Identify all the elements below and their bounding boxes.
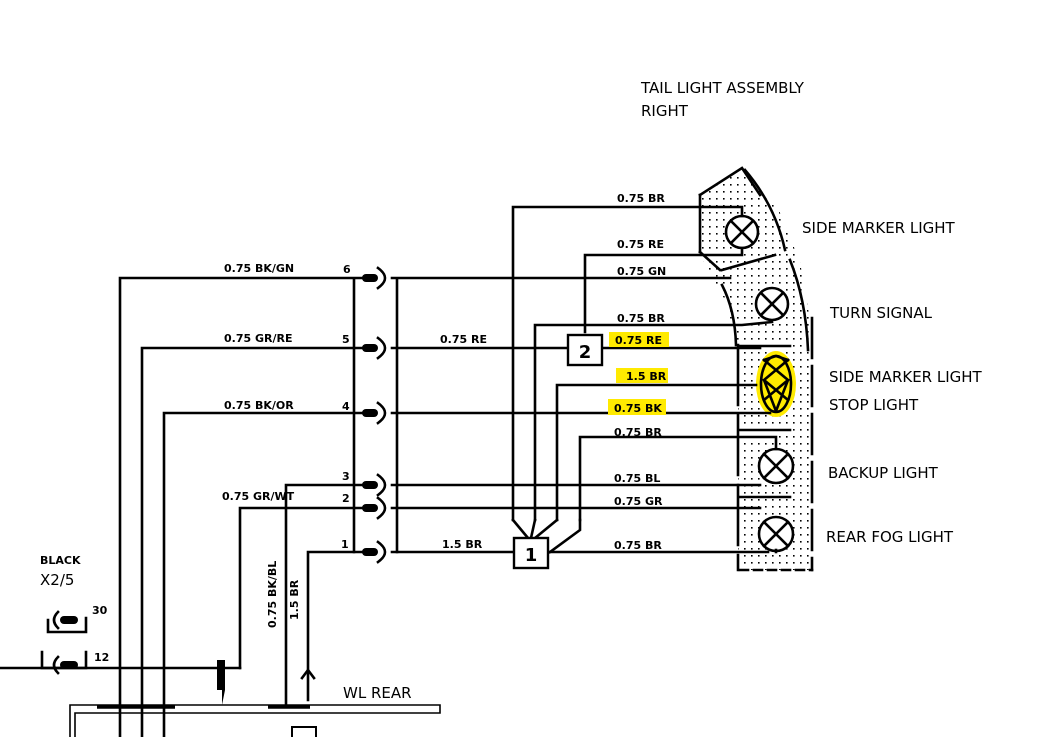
ground-pin-30: 30 bbox=[92, 604, 108, 617]
block-2-label: 2 bbox=[579, 342, 592, 363]
ground-pin-12: 12 bbox=[94, 651, 109, 664]
pin-1: 1 bbox=[341, 538, 349, 551]
lamp-side-marker bbox=[724, 214, 760, 250]
wire-label-pin5: 0.75 GR/RE bbox=[224, 332, 292, 345]
right-wires bbox=[390, 205, 778, 554]
ground-bus bbox=[0, 660, 441, 737]
wire-label-r5: 1.5 BR bbox=[626, 370, 667, 383]
block-1: 1 bbox=[512, 536, 550, 570]
wire-label-r2: 0.75 GN bbox=[617, 265, 666, 278]
pin-2: 2 bbox=[342, 492, 350, 505]
wire-label-075-re-mid: 0.75 RE bbox=[440, 333, 487, 346]
wire-label-r4: 0.75 RE bbox=[615, 334, 662, 347]
lamp-turn-signal bbox=[754, 286, 790, 322]
wire-label-r1: 0.75 RE bbox=[617, 238, 664, 251]
ground-connector bbox=[40, 610, 88, 675]
wire-label-vertical-a: 0.75 BK/BL bbox=[266, 561, 279, 628]
wire-label-r8: 0.75 BL bbox=[614, 472, 660, 485]
pin-4: 4 bbox=[342, 400, 350, 413]
block-1-label: 1 bbox=[525, 545, 538, 566]
wire-label-vertical-b: 1.5 BR bbox=[288, 579, 301, 620]
pin-6: 6 bbox=[343, 263, 351, 276]
wire-label-pin6: 0.75 BK/GN bbox=[224, 262, 294, 275]
lamp-label-turn-signal: TURN SIGNAL bbox=[829, 304, 933, 322]
lamp-label-side-marker-2: SIDE MARKER LIGHT bbox=[829, 368, 983, 386]
title-line2: RIGHT bbox=[641, 102, 689, 120]
wire-label-pin4: 0.75 BK/OR bbox=[224, 399, 294, 412]
title-line1: TAIL LIGHT ASSEMBLY bbox=[640, 79, 805, 97]
lamp-backup bbox=[757, 447, 795, 485]
wire-label-r7: 0.75 BR bbox=[614, 426, 662, 439]
wire-label-15-br-mid: 1.5 BR bbox=[442, 538, 483, 551]
pin-5: 5 bbox=[342, 333, 350, 346]
ground-label-wl-rear: WL REAR bbox=[343, 684, 412, 702]
lamp-label-rear-fog: REAR FOG LIGHT bbox=[826, 528, 954, 546]
wire-label-r10: 0.75 BR bbox=[614, 539, 662, 552]
connector-pins bbox=[362, 266, 387, 564]
wire-label-pin2: 0.75 GR/WT bbox=[222, 490, 295, 503]
lamp-label-side-marker: SIDE MARKER LIGHT bbox=[802, 219, 956, 237]
wire-label-r9: 0.75 GR bbox=[614, 495, 663, 508]
lamp-label-backup: BACKUP LIGHT bbox=[828, 464, 939, 482]
highlight-075-bk bbox=[608, 399, 666, 415]
connector-color-label: BLACK bbox=[40, 554, 81, 567]
block-2: 2 bbox=[566, 333, 604, 367]
lamp-stop-side-marker bbox=[756, 351, 796, 417]
lamp-label-stop-light: STOP LIGHT bbox=[829, 396, 919, 414]
pin-3: 3 bbox=[342, 470, 350, 483]
wire-label-r3: 0.75 BR bbox=[617, 312, 665, 325]
left-wires bbox=[118, 276, 370, 737]
wire-label-r6: 0.75 BK bbox=[614, 402, 662, 415]
highlight-15-br bbox=[616, 368, 668, 383]
highlight-075-re bbox=[609, 332, 669, 347]
connector-id-label: X2/5 bbox=[40, 571, 74, 589]
wire-label-r0: 0.75 BR bbox=[617, 192, 665, 205]
lamp-rear-fog bbox=[757, 515, 795, 553]
